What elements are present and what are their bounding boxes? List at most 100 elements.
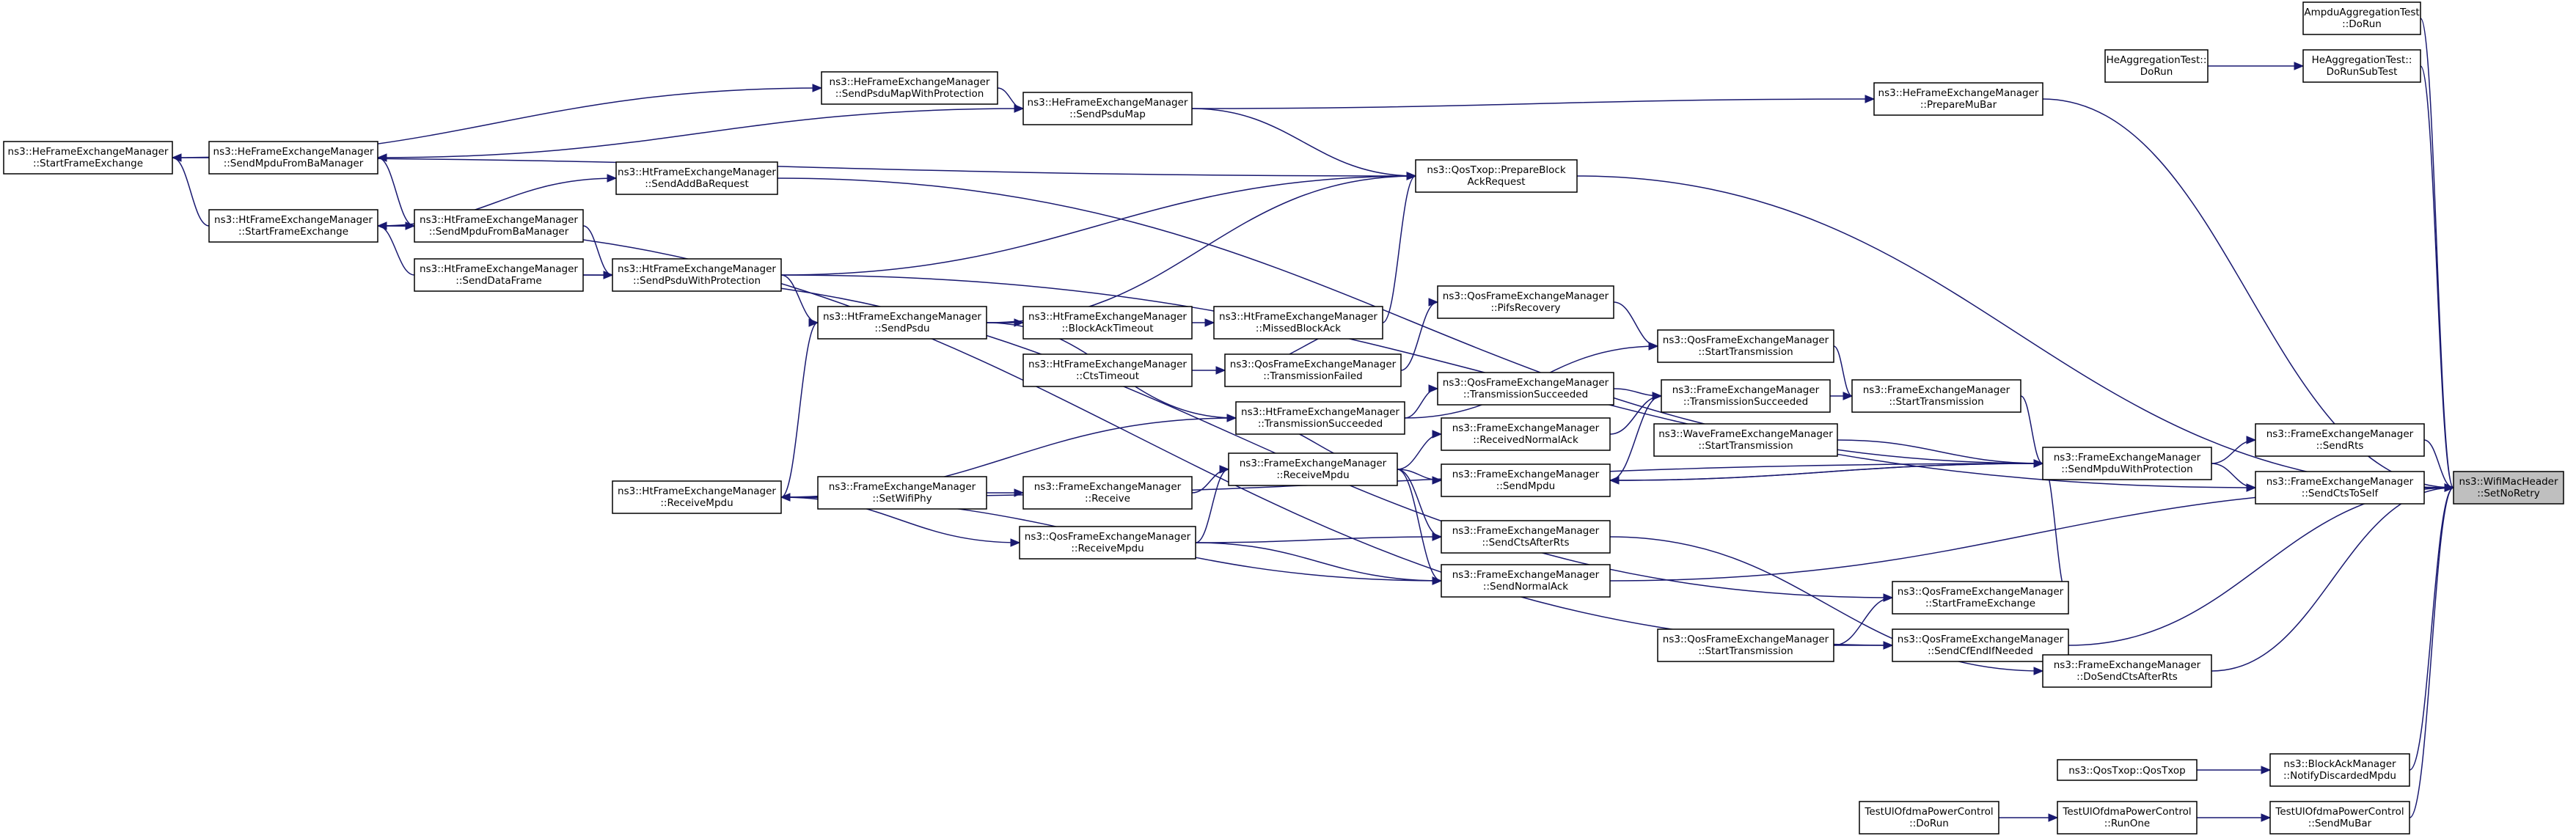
- node-box-wmh[interactable]: [2453, 471, 2564, 505]
- node-qfscf[interactable]: ns3::QosFrameExchangeManager::SendCfEndI…: [1892, 628, 2069, 662]
- node-ffrm[interactable]: ns3::FrameExchangeManager::ReceiveMpdu: [1228, 452, 1398, 486]
- node-box-ffsna[interactable]: [1441, 564, 1611, 598]
- node-ffsr[interactable]: ns3::FrameExchangeManager::SendRts: [2255, 423, 2425, 457]
- node-hepmb[interactable]: ns3::HeFrameExchangeManager::PrepareMuBa…: [1873, 82, 2043, 116]
- node-box-ffscar[interactable]: [1441, 520, 1611, 554]
- node-box-hesfe[interactable]: [3, 141, 173, 175]
- node-box-ffsm[interactable]: [1441, 463, 1611, 497]
- node-box-hadrst[interactable]: [2302, 49, 2421, 83]
- node-box-qtqt[interactable]: [2057, 759, 2198, 781]
- node-htcts[interactable]: ns3::HtFrameExchangeManager::CtsTimeout: [1022, 353, 1193, 387]
- node-box-ffsmwp[interactable]: [2042, 447, 2212, 480]
- node-qfrm[interactable]: ns3::QosFrameExchangeManager::ReceiveMpd…: [1019, 526, 1196, 560]
- node-ffst[interactable]: ns3::FrameExchangeManager::StartTransmis…: [1851, 379, 2021, 413]
- node-ffrna[interactable]: ns3::FrameExchangeManager::ReceivedNorma…: [1441, 417, 1611, 451]
- node-qfst[interactable]: ns3::QosFrameExchangeManager::StartTrans…: [1657, 329, 1834, 363]
- node-ffsna[interactable]: ns3::FrameExchangeManager::SendNormalAck: [1441, 564, 1611, 598]
- node-hespmp[interactable]: ns3::HeFrameExchangeManager::SendPsduMap…: [821, 71, 998, 105]
- node-turo[interactable]: TestUlOfdmaPowerControl::RunOne: [2057, 801, 2198, 835]
- node-box-ffswp[interactable]: [817, 476, 987, 510]
- node-box-hespm[interactable]: [1022, 92, 1193, 125]
- node-box-tudr[interactable]: [1859, 801, 1999, 835]
- node-htsmba[interactable]: ns3::HtFrameExchangeManager::SendMpduFro…: [414, 209, 584, 243]
- node-ffsmwp[interactable]: ns3::FrameExchangeManager::SendMpduWithP…: [2042, 447, 2212, 480]
- node-box-hesmba[interactable]: [208, 141, 378, 175]
- node-box-qfpr[interactable]: [1437, 285, 1614, 319]
- node-box-qftf[interactable]: [1224, 353, 1402, 387]
- node-hesfe[interactable]: ns3::HeFrameExchangeManager::StartFrameE…: [3, 141, 173, 175]
- node-box-htbat[interactable]: [1022, 306, 1193, 340]
- node-box-qfrm[interactable]: [1019, 526, 1196, 560]
- node-htbat[interactable]: ns3::HtFrameExchangeManager::BlockAckTim…: [1022, 306, 1193, 340]
- node-box-htrm[interactable]: [612, 480, 782, 514]
- node-ffswp[interactable]: ns3::FrameExchangeManager::SetWifiPhy: [817, 476, 987, 510]
- node-box-htcts[interactable]: [1022, 353, 1193, 387]
- node-box-ffsr[interactable]: [2255, 423, 2425, 457]
- node-tusmb[interactable]: TestUlOfdmaPowerControl::SendMuBar: [2269, 801, 2410, 835]
- node-box-wfst[interactable]: [1653, 423, 1838, 457]
- node-ffsm[interactable]: ns3::FrameExchangeManager::SendMpdu: [1441, 463, 1611, 497]
- node-box-qfst2[interactable]: [1657, 628, 1834, 662]
- node-ffscts[interactable]: ns3::FrameExchangeManager::SendCtsToSelf: [2255, 471, 2425, 505]
- node-hespm[interactable]: ns3::HeFrameExchangeManager::SendPsduMap: [1022, 92, 1193, 125]
- node-box-htts[interactable]: [1235, 401, 1405, 435]
- node-qfst2[interactable]: ns3::QosFrameExchangeManager::StartTrans…: [1657, 628, 1834, 662]
- node-box-qfts[interactable]: [1437, 372, 1614, 406]
- node-box-ffrna[interactable]: [1441, 417, 1611, 451]
- node-bandm[interactable]: ns3::BlockAckManager::NotifyDiscardedMpd…: [2269, 753, 2410, 787]
- node-htmba[interactable]: ns3::HtFrameExchangeManager::MissedBlock…: [1213, 306, 1383, 340]
- node-box-adt[interactable]: [2302, 1, 2421, 35]
- node-box-qfst[interactable]: [1657, 329, 1834, 363]
- node-box-htsp[interactable]: [817, 306, 987, 340]
- node-box-htsmba[interactable]: [414, 209, 584, 243]
- node-box-qfsfe[interactable]: [1892, 581, 2069, 615]
- node-ffscar[interactable]: ns3::FrameExchangeManager::SendCtsAfterR…: [1441, 520, 1611, 554]
- node-box-htsaba[interactable]: [615, 161, 778, 195]
- node-htspwp[interactable]: ns3::HtFrameExchangeManager::SendPsduWit…: [612, 258, 782, 292]
- node-ffdscr[interactable]: ns3::FrameExchangeManager::DoSendCtsAfte…: [2042, 654, 2212, 688]
- node-htrm[interactable]: ns3::HtFrameExchangeManager::ReceiveMpdu: [612, 480, 782, 514]
- node-box-hepmb[interactable]: [1873, 82, 2043, 116]
- node-tudr[interactable]: TestUlOfdmaPowerControl::DoRun: [1859, 801, 1999, 835]
- node-box-htsfe[interactable]: [208, 209, 378, 243]
- node-box-qfscf[interactable]: [1892, 628, 2069, 662]
- node-label-qfst2-0: ns3::QosFrameExchangeManager: [1663, 634, 1829, 645]
- node-box-ffscts[interactable]: [2255, 471, 2425, 505]
- node-hadr[interactable]: HeAggregationTest::DoRun: [2104, 49, 2209, 83]
- node-wmh[interactable]: ns3::WifiMacHeader::SetNoRetry: [2453, 471, 2564, 505]
- node-box-htsdf[interactable]: [414, 258, 584, 292]
- node-box-tusmb[interactable]: [2269, 801, 2410, 835]
- node-htts[interactable]: ns3::HtFrameExchangeManager::Transmissio…: [1235, 401, 1405, 435]
- node-box-hadr[interactable]: [2104, 49, 2209, 83]
- node-qfsfe[interactable]: ns3::QosFrameExchangeManager::StartFrame…: [1892, 581, 2069, 615]
- node-label-ffscts-0: ns3::FrameExchangeManager: [2266, 476, 2414, 488]
- node-hesmba[interactable]: ns3::HeFrameExchangeManager::SendMpduFro…: [208, 141, 378, 175]
- node-htsdf[interactable]: ns3::HtFrameExchangeManager::SendDataFra…: [414, 258, 584, 292]
- node-box-qtpba[interactable]: [1415, 159, 1578, 193]
- node-box-ffr[interactable]: [1022, 476, 1193, 510]
- node-htsaba[interactable]: ns3::HtFrameExchangeManager::SendAddBaRe…: [615, 161, 778, 195]
- node-adt[interactable]: AmpduAggregationTest::DoRun: [2302, 1, 2421, 35]
- node-qtqt[interactable]: ns3::QosTxop::QosTxop: [2057, 759, 2198, 781]
- node-box-bandm[interactable]: [2269, 753, 2410, 787]
- node-box-ffrm[interactable]: [1228, 452, 1398, 486]
- node-htsp[interactable]: ns3::HtFrameExchangeManager::SendPsdu: [817, 306, 987, 340]
- edge-arrowhead-qtqt-to-bandm: [2261, 766, 2272, 774]
- node-ffr[interactable]: ns3::FrameExchangeManager::Receive: [1022, 476, 1193, 510]
- node-box-ffst[interactable]: [1851, 379, 2021, 413]
- node-qfpr[interactable]: ns3::QosFrameExchangeManager::PifsRecove…: [1437, 285, 1614, 319]
- node-wfst[interactable]: ns3::WaveFrameExchangeManager::StartTran…: [1653, 423, 1838, 457]
- node-ffts[interactable]: ns3::FrameExchangeManager::TransmissionS…: [1661, 379, 1831, 413]
- node-qftf[interactable]: ns3::QosFrameExchangeManager::Transmissi…: [1224, 353, 1402, 387]
- node-qfts[interactable]: ns3::QosFrameExchangeManager::Transmissi…: [1437, 372, 1614, 406]
- node-hadrst[interactable]: HeAggregationTest::DoRunSubTest: [2302, 49, 2421, 83]
- node-box-htmba[interactable]: [1213, 306, 1383, 340]
- node-label-htrm-0: ns3::HtFrameExchangeManager: [618, 485, 776, 497]
- node-box-htspwp[interactable]: [612, 258, 782, 292]
- node-box-ffdscr[interactable]: [2042, 654, 2212, 688]
- node-box-turo[interactable]: [2057, 801, 2198, 835]
- node-box-hespmp[interactable]: [821, 71, 998, 105]
- node-box-ffts[interactable]: [1661, 379, 1831, 413]
- node-htsfe[interactable]: ns3::HtFrameExchangeManager::StartFrameE…: [208, 209, 378, 243]
